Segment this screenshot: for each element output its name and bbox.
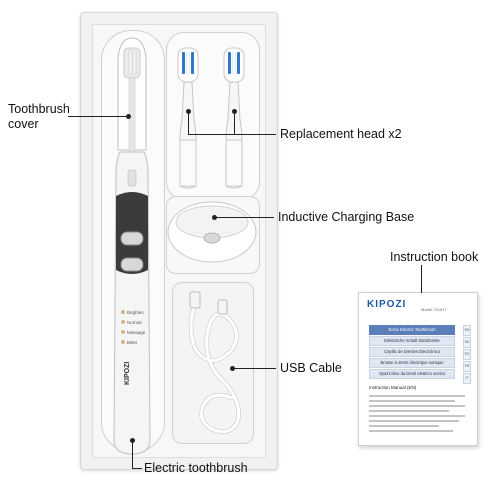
- language-tab: EN: [463, 325, 471, 336]
- toothbrush-handle: [113, 151, 151, 455]
- text-line: [369, 420, 459, 422]
- language-bar: Brosse à dents électrique sonique: [369, 358, 455, 368]
- label-charging-base: Inductive Charging Base: [278, 210, 415, 224]
- text-line: [369, 400, 455, 402]
- replacement-head-2: [223, 47, 245, 189]
- language-bar: Sonic Electric Toothbrush: [369, 325, 455, 335]
- language-bar: Elektrische Schall-Zahnbürste: [369, 336, 455, 346]
- label-toothbrush-cover: Toothbrush cover: [8, 102, 70, 132]
- callout-line-book: [421, 265, 422, 293]
- booklet-logo: KIPOZI: [367, 299, 407, 310]
- text-line: [369, 410, 449, 412]
- callout-line-base: [214, 217, 274, 218]
- language-bar: Cepillo de Dientes Electrónico: [369, 347, 455, 357]
- language-tab: ES: [463, 349, 471, 360]
- mode-labels: Brighten Normal Massage Bitter: [127, 308, 145, 348]
- callout-line-cover: [68, 116, 128, 117]
- instruction-booklet: KIPOZI Model: SG917 Sonic Electric Tooth…: [358, 292, 478, 446]
- callout-dot-brush: [130, 438, 135, 443]
- callout-line-brush-h: [132, 468, 142, 469]
- replacement-head-1: [177, 47, 199, 189]
- mode-label: Bitter: [127, 340, 138, 345]
- text-line: [369, 430, 453, 432]
- callout-line-heads: [188, 134, 276, 135]
- text-line: [369, 405, 465, 407]
- callout-dot-cable: [230, 366, 235, 371]
- label-electric-toothbrush: Electric toothbrush: [144, 461, 248, 475]
- callout-dot-base: [212, 215, 217, 220]
- language-tab: IT: [463, 373, 471, 384]
- label-instruction-book: Instruction book: [390, 250, 479, 264]
- toothbrush-cover: [117, 37, 147, 155]
- label-replacement-head: Replacement head x2: [280, 127, 402, 141]
- mode-label: Brighten: [127, 310, 144, 315]
- language-tabs: EN DE ES FR IT: [463, 325, 471, 384]
- text-line: [369, 395, 465, 397]
- booklet-model: Model: SG917: [421, 307, 447, 312]
- text-line: [369, 425, 439, 427]
- replacement-heads: [177, 47, 245, 189]
- label-line: Toothbrush: [8, 102, 70, 116]
- language-bar: Spazzolino da Denti elettrico sonico: [369, 369, 455, 379]
- toothbrush-brand: KIPOZI: [124, 361, 131, 385]
- mode-label: Massage: [127, 330, 146, 335]
- charging-base: [167, 201, 257, 263]
- callout-dot-cover: [126, 114, 131, 119]
- callout-line-head-1: [188, 111, 189, 134]
- text-line: [369, 415, 465, 417]
- usb-cable: [188, 291, 241, 434]
- language-tab: FR: [463, 361, 471, 372]
- mode-label: Normal: [127, 320, 142, 325]
- manual-heading: Instruction Manual (EN): [369, 385, 417, 390]
- callout-line-cable: [232, 368, 276, 369]
- callout-dot-head-2: [232, 109, 237, 114]
- callout-dot-head-1: [186, 109, 191, 114]
- callout-line-head-2: [234, 111, 235, 134]
- label-usb-cable: USB Cable: [280, 361, 342, 375]
- label-line: cover: [8, 117, 39, 131]
- language-tab: DE: [463, 337, 471, 348]
- callout-line-brush-v: [132, 440, 133, 468]
